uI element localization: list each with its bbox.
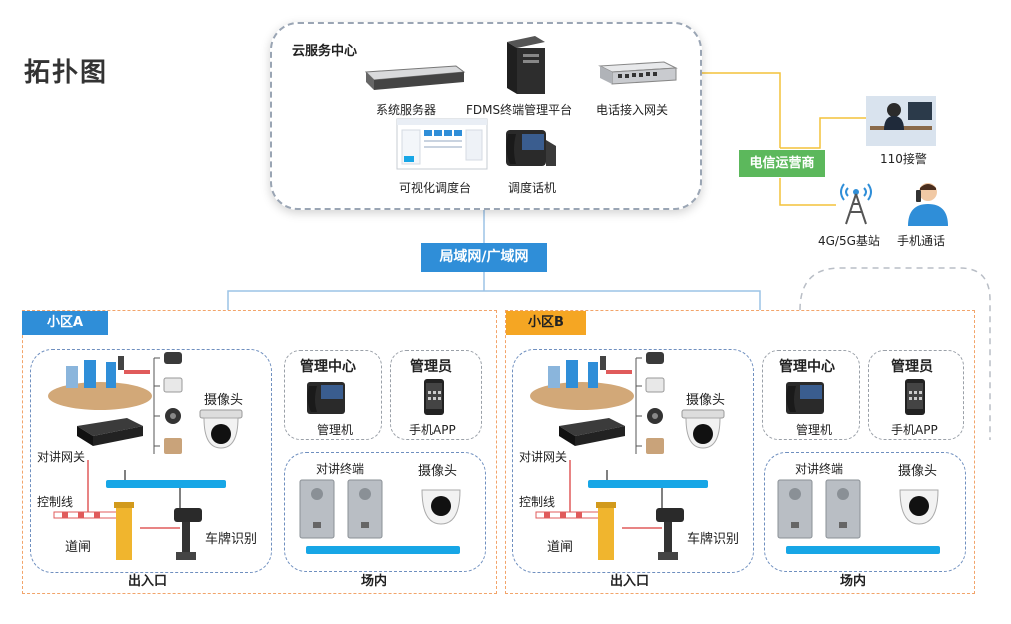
telecom-operator-badge: 电信运营商 — [739, 150, 825, 177]
cloud-service-center — [270, 22, 702, 210]
fdms-label: FDMS终端管理平台 — [466, 103, 573, 117]
line-telecom-110 — [780, 117, 866, 149]
site-b-camera-label: 摄像头 — [686, 393, 726, 408]
site-a-venue-label: 场内 — [361, 574, 388, 589]
site-b-mgmt-center-label: 管理中心 — [779, 359, 835, 375]
site-b-mgmt-machine-label: 管理机 — [796, 423, 833, 437]
site-a-control-line-label: 控制线 — [37, 495, 74, 509]
site-b-mgmt-center-box — [762, 350, 860, 440]
site-a-mobile-phone-icon — [424, 379, 444, 415]
devices-bracket-icon — [153, 352, 183, 454]
site-a-intercom-gateway-label: 对讲网关 — [37, 450, 86, 464]
gateway-icon — [598, 61, 678, 85]
operator-110-icon — [866, 96, 936, 146]
site-a-box — [22, 310, 497, 594]
access-equipment-icon — [530, 356, 634, 410]
mobile-call-label: 手机通话 — [897, 234, 946, 248]
site-b-intercom-gateway-label: 对讲网关 — [519, 450, 568, 464]
site-b-venue-area — [764, 452, 966, 572]
site-b-plate-label: 车牌识别 — [687, 532, 740, 547]
site-a-mgmt-phone-icon — [307, 382, 345, 414]
site-b-dome-camera2-icon — [899, 489, 939, 525]
gateway-label: 电话接入网关 — [596, 103, 669, 117]
site-b-entrance-bus — [588, 480, 708, 488]
partial-site-outline — [799, 267, 991, 440]
dispatch-console-icon — [396, 118, 488, 170]
site-a-mgmt-center-label: 管理中心 — [300, 359, 356, 375]
site-b-mgmt-phone-icon — [786, 382, 824, 414]
site-a-mobile-app-label: 手机APP — [409, 423, 456, 437]
line-telecom-basestation — [779, 178, 836, 206]
site-a-mgmt-machine-label: 管理机 — [317, 423, 354, 437]
base-station-icon — [840, 183, 872, 225]
site-b-badge: 小区B — [506, 311, 586, 335]
site-b-admin-box — [868, 350, 964, 440]
site-b-entrance-area — [512, 349, 754, 573]
site-b-camera2-label: 摄像头 — [898, 464, 938, 479]
plate-recognition-camera-icon — [174, 508, 202, 560]
site-a-intercom-terminal-label: 对讲终端 — [316, 462, 365, 476]
network-badge: 局域网/广域网 — [421, 243, 547, 272]
site-a-mgmt-center-box — [284, 350, 382, 440]
base-station-label: 4G/5G基站 — [818, 234, 880, 248]
site-b-venue-label: 场内 — [840, 574, 867, 589]
site-a-camera-label: 摄像头 — [204, 393, 244, 408]
site-b-barrier-label: 道闸 — [547, 540, 574, 555]
site-a-entrance-label: 出入口 — [128, 574, 168, 589]
devices-bracket-icon — [635, 352, 665, 454]
site-a-camera2-label: 摄像头 — [418, 464, 458, 479]
intercom-gateway-icon — [77, 418, 143, 446]
site-b-venue-bus — [786, 546, 940, 554]
system-server-label: 系统服务器 — [376, 103, 437, 117]
site-b-intercom-terminals-icon — [777, 479, 861, 539]
site-b-intercom-terminal-label: 对讲终端 — [795, 462, 844, 476]
site-b-mobile-app-label: 手机APP — [891, 423, 938, 437]
site-a-admin-label: 管理员 — [410, 359, 452, 375]
site-a-intercom-terminals-icon — [299, 479, 383, 539]
site-b-admin-label: 管理员 — [891, 359, 933, 375]
site-a-venue-area — [284, 452, 486, 572]
access-equipment-icon — [48, 356, 152, 410]
tower-server-icon — [507, 36, 545, 94]
site-a-entrance-bus — [106, 480, 226, 488]
site-a-entrance-area — [30, 349, 272, 573]
site-a-admin-box — [390, 350, 482, 440]
page-title: 拓扑图 — [24, 58, 109, 88]
dispatch-phone-icon — [506, 130, 556, 166]
dome-camera-icon — [681, 409, 725, 449]
barrier-gate-icon — [53, 502, 134, 560]
line-gateway-telecom — [676, 72, 781, 148]
plate-recognition-camera-icon — [656, 508, 684, 560]
site-b-box — [505, 310, 975, 594]
dispatch-phone-label: 调度话机 — [508, 181, 557, 195]
line-network-sites — [227, 290, 761, 310]
server-icon — [364, 65, 466, 90]
cloud-title: 云服务中心 — [292, 44, 358, 59]
site-a-venue-bus — [306, 546, 460, 554]
intercom-gateway-icon — [559, 418, 625, 446]
site-a-badge: 小区A — [22, 311, 108, 335]
barrier-gate-icon — [535, 502, 616, 560]
site-a-barrier-label: 道闸 — [65, 540, 92, 555]
mobile-call-person-icon — [908, 183, 948, 226]
dome-camera-icon — [199, 409, 243, 449]
site-b-mobile-phone-icon — [905, 379, 925, 415]
site-b-control-line-label: 控制线 — [519, 495, 556, 509]
site-b-entrance-label: 出入口 — [610, 574, 650, 589]
dispatch-console-label: 可视化调度台 — [399, 181, 472, 195]
site-a-plate-label: 车牌识别 — [205, 532, 258, 547]
site-a-dome-camera2-icon — [421, 489, 461, 525]
alarm-110-label: 110接警 — [880, 152, 927, 166]
